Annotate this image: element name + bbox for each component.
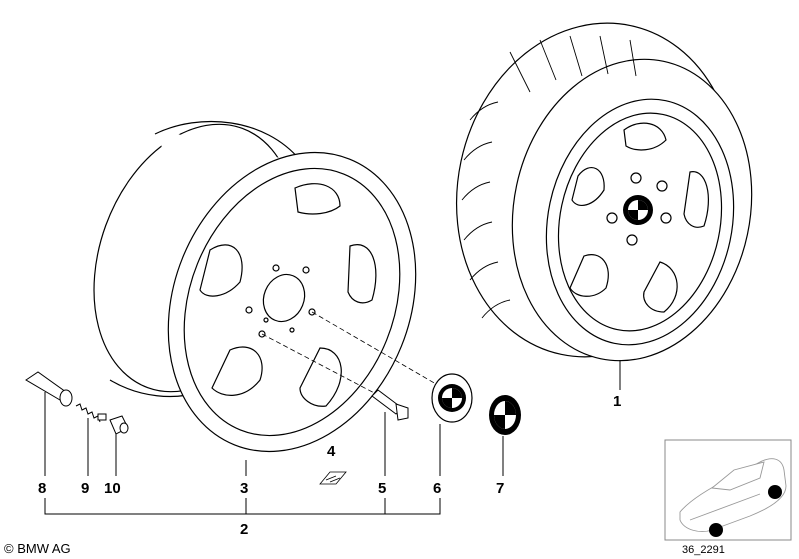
callout-9: 9 [81, 480, 89, 497]
callout-5: 5 [378, 480, 386, 497]
wheel-position-marker-rear [768, 485, 782, 499]
callout-4: 4 [327, 443, 336, 460]
assembly-guide-lines [261, 311, 437, 397]
wheel-position-marker-front [709, 523, 723, 537]
hub-cap [431, 373, 473, 423]
valve-core [75, 403, 107, 423]
bmw-emblem [489, 395, 521, 435]
wheel-center-emblem [623, 195, 653, 225]
leader-lines [44, 360, 621, 515]
wheel-emblem-small [319, 471, 347, 485]
wheel-bolt [371, 389, 409, 421]
callout-3: 3 [240, 480, 248, 497]
callout-7: 7 [496, 480, 504, 497]
callout-8: 8 [38, 480, 46, 497]
wheel-with-tyre [455, 22, 753, 362]
callout-1: 1 [613, 393, 621, 410]
valve-stem [25, 371, 73, 407]
callout-6: 6 [433, 480, 441, 497]
vehicle-locator-inset [664, 439, 792, 541]
copyright-text: © BMW AG [4, 541, 71, 556]
wheel-rim-front [167, 151, 417, 453]
callout-2: 2 [240, 521, 248, 538]
car-outline [679, 458, 787, 532]
valve-cap [109, 415, 129, 435]
callout-10: 10 [104, 480, 121, 497]
diagram-reference: 36_2291 [682, 544, 725, 556]
